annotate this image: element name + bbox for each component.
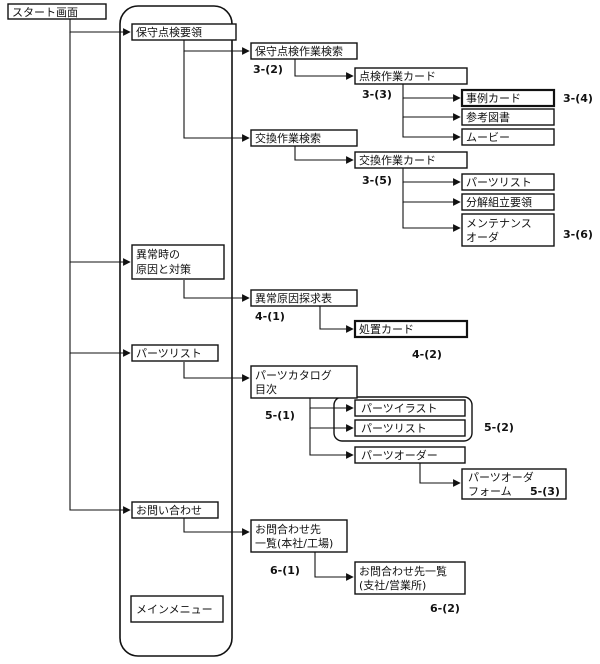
- box-parts-list-menu-line-1: パーツリスト: [136, 347, 202, 360]
- box-parts-illust-line-1: パーツイラスト: [361, 402, 438, 415]
- edge-toiawase-honsha: [183, 518, 250, 536]
- edge-kokan-card: [294, 146, 354, 164]
- box-toiawase: お問い合わせ: [131, 501, 219, 519]
- box-parts-catalog-line-2: 目次: [255, 382, 277, 396]
- edge-honsha-shisha: [314, 552, 354, 581]
- edge-start-toiawase: [69, 353, 131, 514]
- box-toiawase-honsha: お問合わせ先 一覧(本社/工場): [250, 519, 348, 553]
- box-sanko-tosho-line-1: 参考図書: [466, 110, 510, 124]
- box-parts-order-line-1: パーツオーダー: [361, 448, 438, 462]
- box-hoshu-sakugyo-kensaku: 保守点検作業検索: [250, 42, 358, 60]
- edge-tenken-sanko: [402, 98, 461, 121]
- box-parts-order-form-line-2: フォーム: [468, 485, 512, 498]
- box-hoshu-yoryo: 保守点検要領: [131, 23, 237, 41]
- box-parts-illust: パーツイラスト: [354, 399, 466, 417]
- box-kokan-card: 交換作業カード: [354, 151, 468, 169]
- ref-3-6: 3-(6): [563, 228, 593, 241]
- box-kokan-kensaku: 交換作業検索: [250, 129, 358, 147]
- box-ijo-genin: 異常原因探求表: [250, 289, 358, 307]
- box-parts-order-form-line-1: パーツオーダ: [468, 470, 534, 484]
- box-hoshu-line-1: 保守点検要領: [136, 25, 202, 39]
- box-parts-order-form: パーツオーダ フォーム: [461, 468, 567, 500]
- box-parts-order: パーツオーダー: [354, 446, 466, 464]
- box-jirei-card: 事例カード: [460, 88, 556, 108]
- box-toiawase-shisha-line-2: (支社/営業所): [359, 578, 426, 592]
- ref-3-4: 3-(4): [563, 92, 593, 105]
- edge-catalog-list: [309, 408, 354, 432]
- box-kokan-kensaku-line-1: 交換作業検索: [255, 131, 321, 145]
- edge-kokancard-parts: [402, 168, 461, 186]
- ref-5-1: 5-(1): [265, 409, 295, 422]
- box-movie-line-1: ムービー: [466, 131, 510, 144]
- edge-hoshu-kokan: [183, 51, 250, 142]
- ref-5-3: 5-(3): [530, 485, 560, 498]
- box-bunkai-line-1: 分解組立要領: [466, 195, 532, 209]
- edge-start-parts: [69, 262, 131, 357]
- box-toiawase-honsha-line-1: お問合わせ先: [255, 522, 321, 536]
- edge-partsmenu-catalog: [183, 362, 250, 382]
- box-ijo-line-1: 異常時の: [136, 248, 180, 261]
- edge-start-ijo: [69, 32, 131, 266]
- edge-ijo-genin: [183, 280, 250, 302]
- box-toiawase-shisha: お問合わせ先一覧 (支社/営業所): [354, 561, 466, 595]
- box-hoshu-sakugyo-line-1: 保守点検作業検索: [255, 44, 343, 58]
- box-ijo-line-2: 原因と対策: [136, 262, 191, 276]
- box-tenken-card-line-1: 点検作業カード: [359, 69, 436, 83]
- edge-kokancard-bunkai: [402, 182, 461, 206]
- box-start-line-1: スタート画面: [12, 6, 78, 19]
- ref-5-2: 5-(2): [484, 421, 514, 434]
- box-maint-order-line-2: オーダ: [466, 230, 499, 244]
- box-parts-catalog-line-1: パーツカタログ: [255, 368, 332, 382]
- box-parts-list-b-line-1: パーツリスト: [361, 422, 427, 435]
- box-sanko-tosho: 参考図書: [461, 108, 555, 126]
- box-tenken-card: 点検作業カード: [354, 67, 468, 85]
- edge-tenken-jirei: [402, 84, 461, 102]
- ref-3-5: 3-(5): [362, 174, 392, 187]
- box-parts-catalog: パーツカタログ 目次: [250, 365, 358, 399]
- box-maint-order-line-1: メンテナンス: [466, 217, 532, 230]
- box-parts-list-menu: パーツリスト: [131, 344, 219, 362]
- box-ijo: 異常時の 原因と対策: [131, 244, 225, 280]
- box-toiawase-line-1: お問い合わせ: [136, 503, 202, 517]
- edge-sakugyo-tenken: [294, 59, 354, 80]
- box-parts-list-a-line-1: パーツリスト: [466, 176, 532, 189]
- box-shochi-card-line-1: 処置カード: [359, 323, 414, 336]
- box-shochi-card: 処置カード: [353, 319, 469, 339]
- box-toiawase-shisha-line-1: お問合わせ先一覧: [359, 564, 447, 578]
- box-ijo-genin-line-1: 異常原因探求表: [255, 291, 332, 305]
- box-jirei-card-line-1: 事例カード: [466, 91, 521, 105]
- section-references: 3-(2) 3-(3) 3-(4) 3-(5) 3-(6) 4-(1) 4-(2…: [253, 63, 593, 615]
- box-parts-list-b: パーツリスト: [354, 419, 466, 437]
- box-main-menu-line-1: メインメニュー: [136, 603, 213, 616]
- edge-catalog-order: [309, 428, 354, 459]
- ref-4-2: 4-(2): [412, 348, 442, 361]
- box-parts-list-a: パーツリスト: [461, 173, 555, 191]
- ref-3-2: 3-(2): [253, 63, 283, 76]
- box-kokan-card-line-1: 交換作業カード: [359, 153, 436, 167]
- edge-genin-shochi: [319, 306, 354, 333]
- box-toiawase-honsha-line-2: 一覧(本社/工場): [255, 536, 333, 550]
- boxes: スタート画面 保守点検要領 保守点検作業検索 点検作業カード 事例カード 参考図…: [7, 3, 567, 623]
- parts-sub-group-outline: [333, 396, 473, 442]
- box-movie: ムービー: [461, 128, 555, 146]
- edge-kokancard-maint: [402, 202, 461, 232]
- ref-6-2: 6-(2): [430, 602, 460, 615]
- edge-hoshu-sakugyo: [183, 40, 250, 55]
- edge-order-form: [419, 463, 461, 487]
- ref-6-1: 6-(1): [270, 564, 300, 577]
- ref-4-1: 4-(1): [255, 310, 285, 323]
- ref-3-3: 3-(3): [362, 88, 392, 101]
- box-bunkai-yoryo: 分解組立要領: [461, 193, 555, 211]
- box-start: スタート画面: [7, 3, 107, 20]
- box-main-menu: メインメニュー: [130, 595, 224, 623]
- box-maintenance-order: メンテナンス オーダ: [461, 213, 555, 247]
- edge-catalog-illust: [309, 398, 354, 412]
- connectors: [69, 19, 461, 581]
- edge-tenken-movie: [402, 117, 461, 141]
- main-menu-panel: [119, 5, 233, 657]
